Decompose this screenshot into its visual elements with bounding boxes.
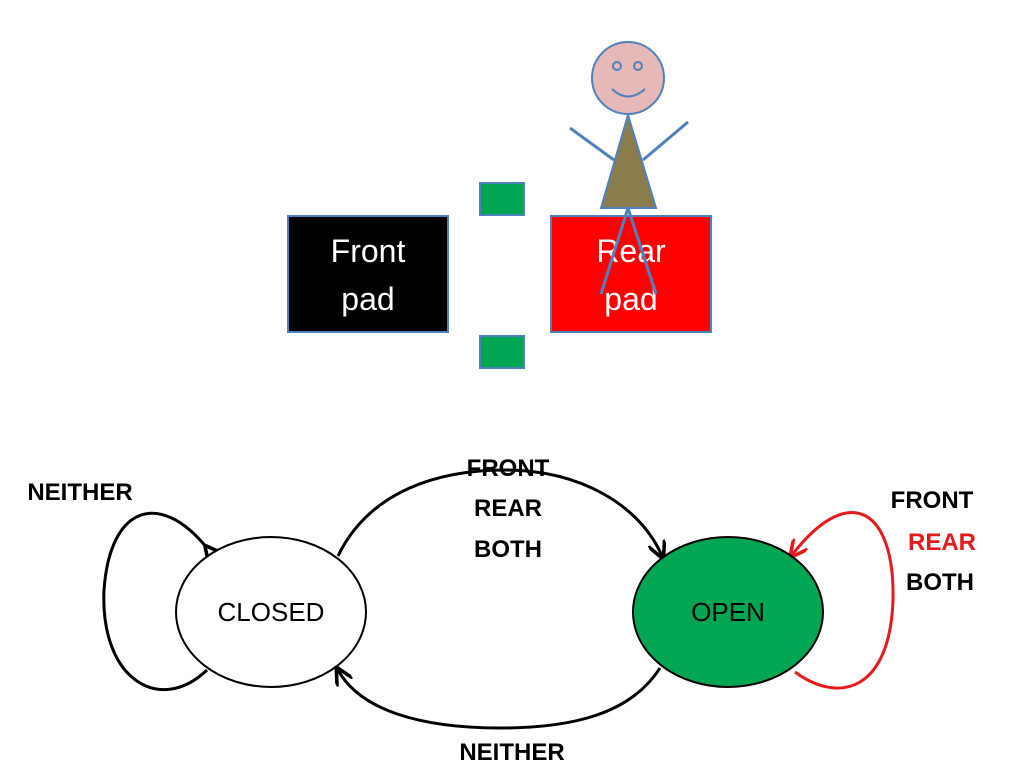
open-to-closed-label: NEITHER — [459, 739, 564, 766]
closed-to-open-label-front: FRONT — [467, 455, 550, 482]
open-to-closed-arrow — [338, 668, 662, 730]
person-right-arm — [642, 120, 689, 162]
open-self-loop-arrow — [792, 511, 895, 690]
person-right-leg — [626, 207, 658, 295]
state-open-label: OPEN — [691, 597, 765, 627]
rear-pad: Rear pad — [550, 215, 712, 333]
person-smile — [611, 88, 646, 98]
person-left-eye — [612, 61, 622, 71]
closed-to-open-arrow — [336, 468, 662, 556]
state-open-node — [632, 536, 824, 688]
front-pad-label-line1: Front — [331, 233, 406, 269]
rear-pad-box — [550, 215, 712, 333]
state-closed: CLOSED — [175, 536, 367, 688]
sensor-bottom — [479, 335, 525, 369]
rear-pad-label-line1: Rear — [596, 233, 666, 269]
front-pad-label-line2: pad — [341, 281, 394, 317]
rear-pad-label-line2: pad — [604, 281, 657, 317]
person-left-arm — [569, 126, 615, 162]
person-body — [599, 111, 658, 209]
open-self-loop-label-front: FRONT — [891, 487, 974, 514]
front-pad-box — [287, 215, 449, 333]
person-figure — [569, 41, 689, 295]
open-self-loop-label-both: BOTH — [906, 569, 974, 596]
open-self-loop-label-rear: REAR — [908, 529, 976, 556]
sensor-top — [479, 182, 525, 216]
state-open: OPEN — [632, 536, 824, 688]
person-right-eye — [633, 61, 643, 71]
person-left-leg — [599, 207, 630, 295]
closed-self-loop-arrow — [102, 511, 207, 691]
closed-to-open-label-both: BOTH — [474, 536, 542, 563]
closed-self-loop-label: NEITHER — [27, 479, 132, 506]
state-closed-label: CLOSED — [218, 597, 325, 627]
person-head — [591, 41, 665, 115]
front-pad: Front pad — [287, 215, 449, 333]
closed-to-open-label-rear: REAR — [474, 495, 542, 522]
state-closed-node — [175, 536, 367, 688]
